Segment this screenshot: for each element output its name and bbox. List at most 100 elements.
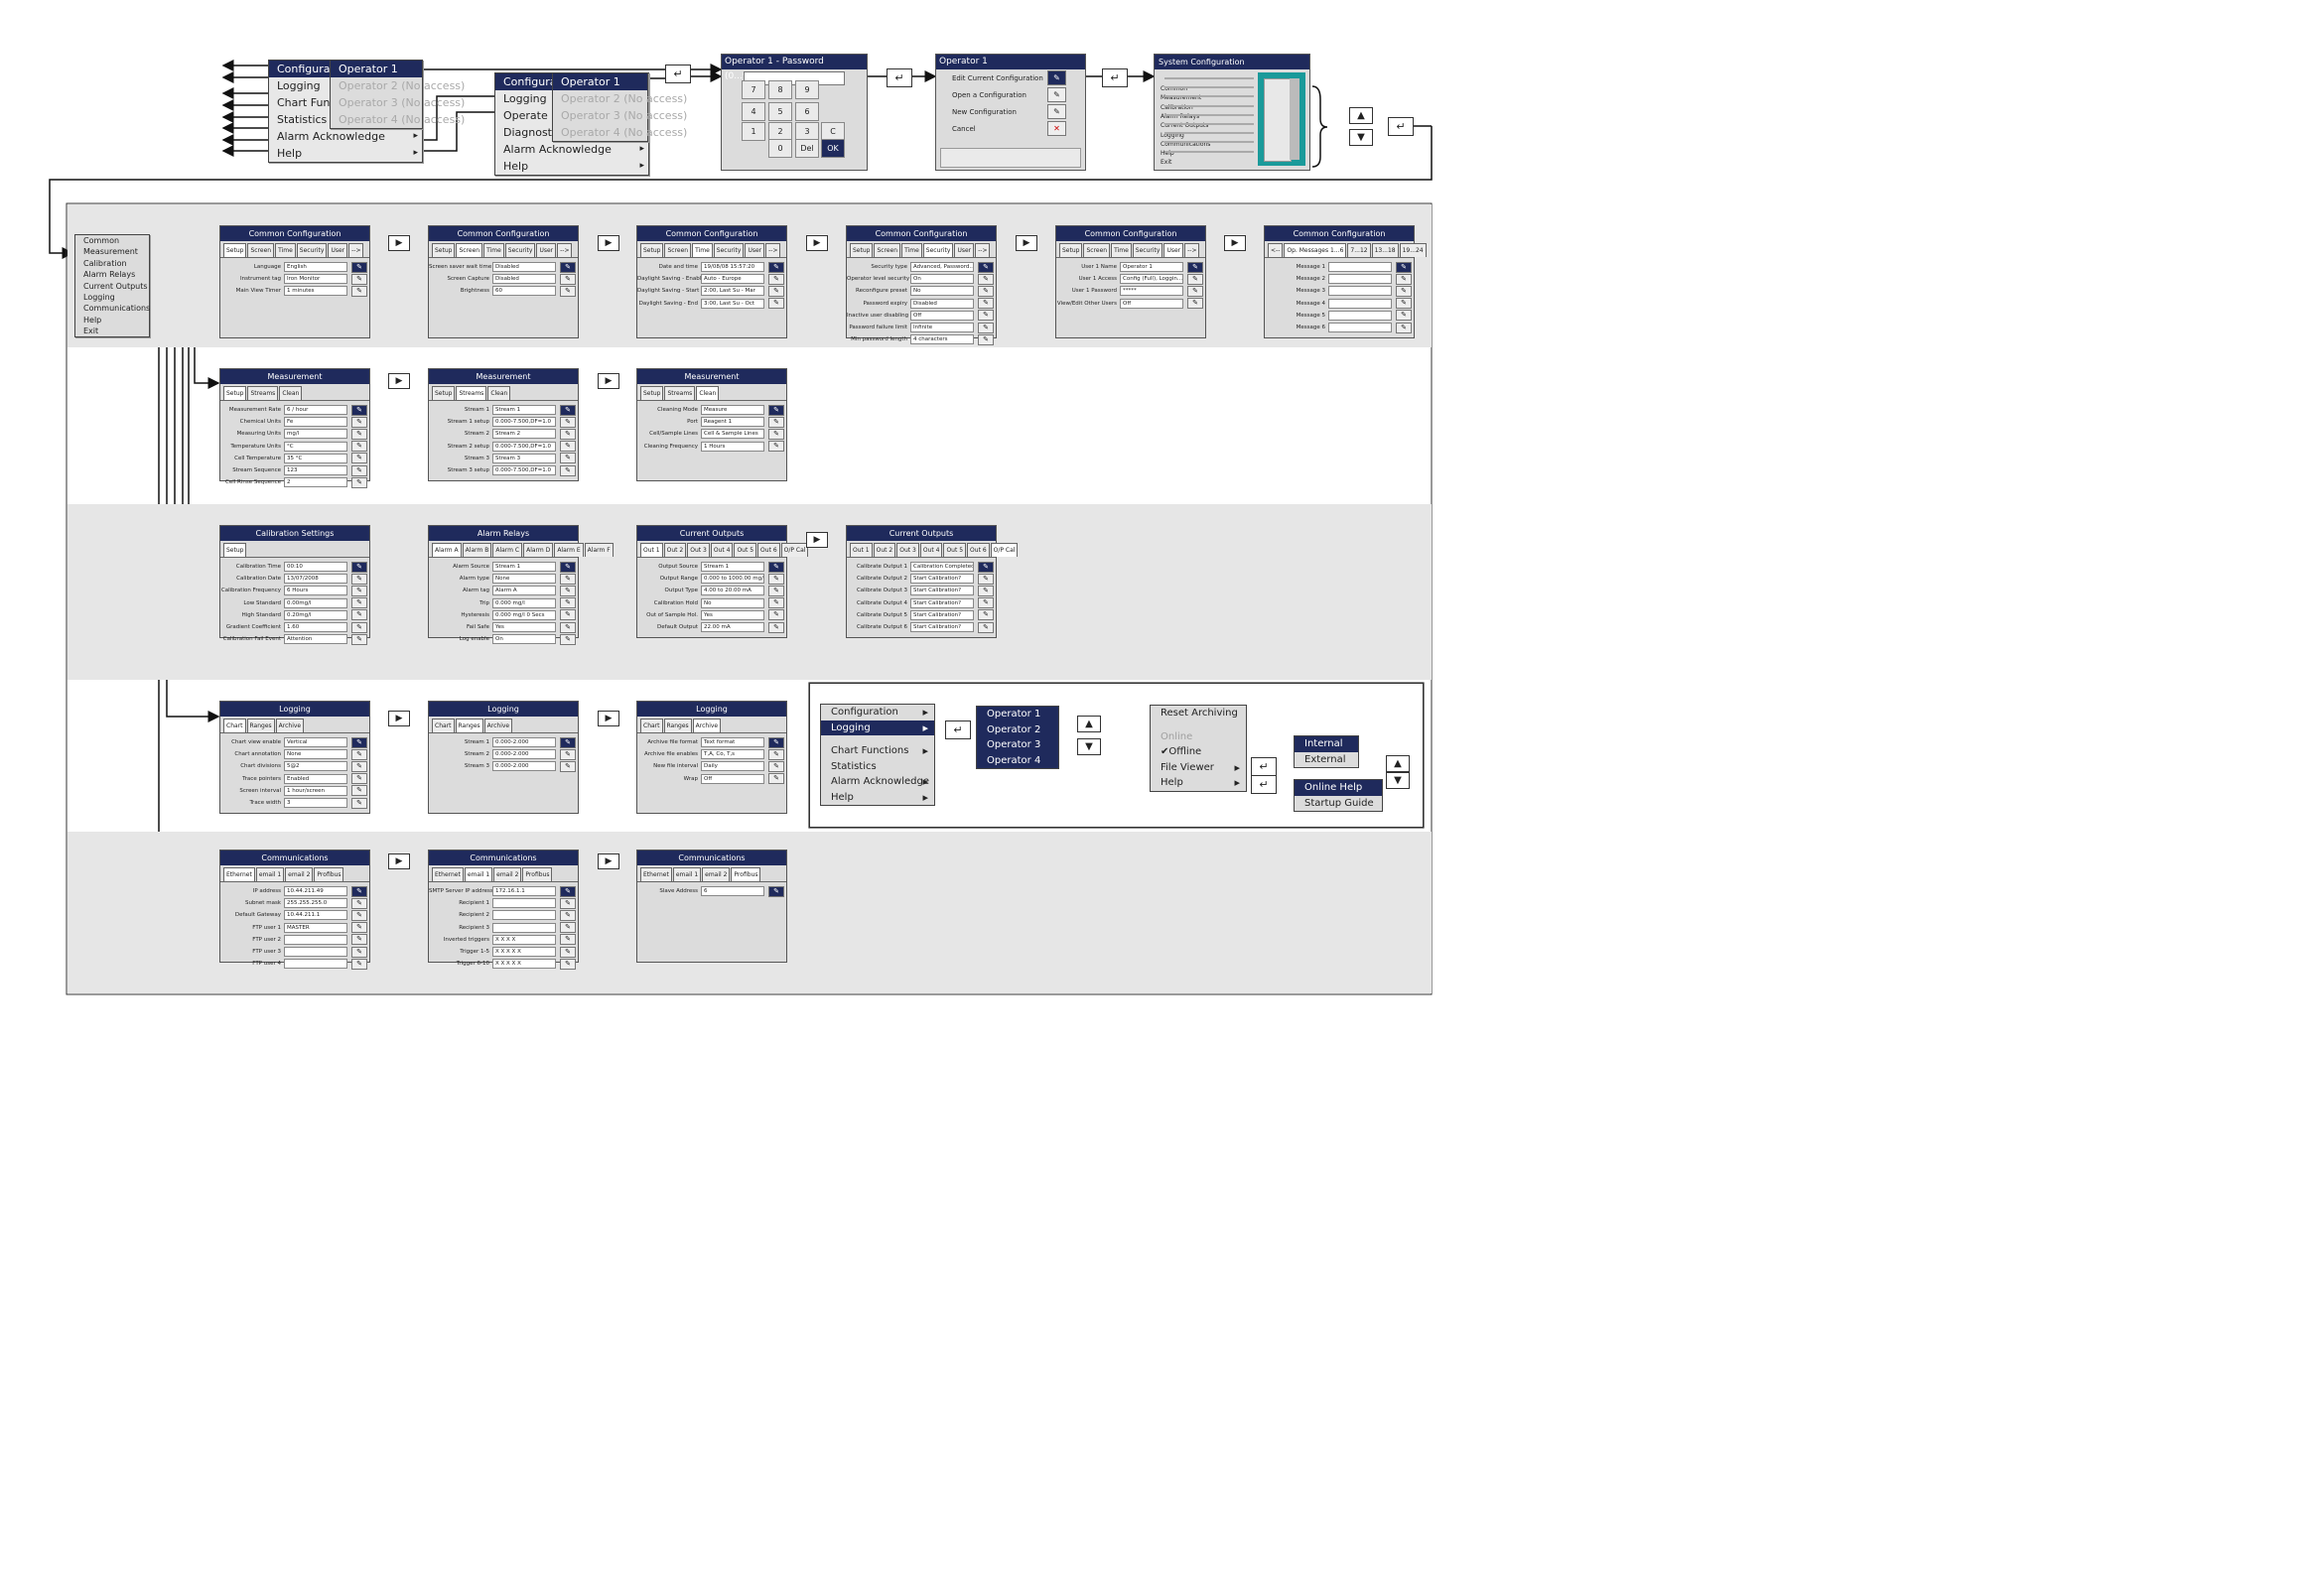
field-value[interactable]: 5@2	[284, 761, 347, 772]
tab-5[interactable]: -->	[348, 243, 364, 257]
up-arrow-icon[interactable]: ▲	[1349, 107, 1373, 124]
edit-icon[interactable]: ✎	[351, 934, 367, 946]
edit-icon[interactable]: ✎	[351, 561, 367, 573]
edit-icon[interactable]: ✎	[768, 285, 784, 297]
edit-icon[interactable]: ✎	[768, 748, 784, 760]
field-value[interactable]: 1 hour/screen	[284, 785, 347, 796]
menu-item[interactable]: Chart Functions▸	[821, 743, 934, 759]
tab-1[interactable]: Screen	[874, 243, 901, 257]
enter-icon[interactable]: ↵	[945, 720, 971, 739]
field-value[interactable]: 0.000-2.000	[492, 749, 556, 760]
edit-icon[interactable]: ✎	[768, 416, 784, 428]
edit-icon[interactable]: ✎	[351, 416, 367, 428]
edit-icon[interactable]: ✎	[351, 428, 367, 440]
keypad-key[interactable]: 9	[795, 80, 819, 99]
system-config-item[interactable]: Exit	[1161, 159, 1172, 167]
enter-icon[interactable]: ↵	[1388, 117, 1414, 136]
edit-icon[interactable]: ✎	[1396, 285, 1412, 297]
field-value[interactable]: MASTER	[284, 922, 347, 933]
tab-6[interactable]: O/P Cal	[780, 543, 809, 557]
menu-item[interactable]: Diagnostics	[495, 124, 648, 141]
edit-icon[interactable]: ✎	[1396, 261, 1412, 273]
tab-4[interactable]: User	[536, 243, 557, 257]
next-arrow-icon[interactable]: ▶	[388, 373, 410, 389]
down-arrow-icon[interactable]: ▼	[1349, 129, 1373, 146]
tab-2[interactable]: Out 3	[687, 543, 710, 557]
tab-0[interactable]: Setup	[850, 243, 874, 257]
operator-option[interactable]: Edit Current Configuration	[952, 74, 1043, 82]
main-menu-item[interactable]: Measurement	[83, 247, 138, 257]
field-value[interactable]: Start Calibration?	[910, 609, 974, 620]
edit-icon[interactable]: ✎	[1396, 310, 1412, 322]
tab-0[interactable]: Out 1	[850, 543, 873, 557]
next-arrow-icon[interactable]: ▶	[388, 235, 410, 251]
folder-icon[interactable]: ✎	[1047, 87, 1066, 102]
system-config-item[interactable]: Alarm Relays	[1161, 112, 1200, 120]
tab-1[interactable]: email 1	[464, 867, 493, 881]
edit-icon[interactable]: ✎	[560, 760, 576, 772]
field-value[interactable]: On	[492, 634, 556, 645]
menu-item[interactable]: Operator 2 (No access)	[553, 90, 687, 107]
tab-3[interactable]: Security	[296, 243, 328, 257]
field-value[interactable]	[284, 934, 347, 945]
field-value[interactable]: X X X X X	[492, 959, 556, 970]
tab-3[interactable]: 13...18	[1371, 243, 1399, 257]
field-value[interactable]: English	[284, 262, 347, 273]
field-value[interactable]: 0.20mg/l	[284, 609, 347, 620]
tab-2[interactable]: Archive	[275, 719, 305, 732]
field-value[interactable]	[1328, 262, 1392, 273]
menu-item[interactable]: Operator 1	[553, 73, 647, 90]
edit-icon[interactable]: ✎	[351, 946, 367, 958]
menu-item[interactable]: Statistics	[821, 759, 934, 775]
tab-2[interactable]: email 2	[702, 867, 731, 881]
tab-2[interactable]: Archive	[692, 719, 722, 732]
tab-0[interactable]: Setup	[223, 543, 247, 557]
tab-2[interactable]: Clean	[279, 386, 303, 400]
edit-icon[interactable]: ✎	[560, 922, 576, 934]
field-value[interactable]: 22.00 mA	[701, 622, 764, 633]
edit-icon[interactable]: ✎	[978, 585, 994, 596]
tab-1[interactable]: Alarm B	[462, 543, 492, 557]
field-value[interactable]: 1 Hours	[701, 441, 764, 452]
main-menu-item[interactable]: Calibration	[83, 258, 127, 268]
tab-2[interactable]: Clean	[696, 386, 720, 400]
edit-icon[interactable]: ✎	[1396, 322, 1412, 333]
main-menu-item[interactable]: Communications	[83, 304, 151, 314]
edit-icon[interactable]: ✎	[560, 748, 576, 760]
tab-1[interactable]: Out 2	[663, 543, 687, 557]
tab-0[interactable]: Alarm A	[432, 543, 462, 557]
field-value[interactable]: Off	[910, 310, 974, 321]
field-value[interactable]	[1328, 310, 1392, 321]
tab-3[interactable]: Security	[922, 243, 954, 257]
tab-2[interactable]: Alarm C	[492, 543, 523, 557]
menu-item[interactable]: Logging	[495, 90, 648, 107]
edit-icon[interactable]: ✎	[560, 573, 576, 585]
tab-0[interactable]: Setup	[223, 386, 247, 400]
edit-icon[interactable]: ✎	[560, 609, 576, 621]
keypad-key[interactable]: Del	[795, 139, 819, 158]
edit-icon[interactable]: ✎	[978, 273, 994, 285]
edit-icon[interactable]: ✎	[560, 909, 576, 921]
edit-icon[interactable]: ✎	[560, 621, 576, 633]
menu-item[interactable]: ✔Offline	[1151, 744, 1246, 760]
tab-2[interactable]: Time	[275, 243, 296, 257]
edit-icon[interactable]: ✎	[351, 885, 367, 897]
edit-icon[interactable]: ✎	[768, 621, 784, 633]
tab-1[interactable]: Screen	[664, 243, 692, 257]
tab-0[interactable]: Chart	[432, 719, 455, 732]
menu-item[interactable]: Operator 3 (No access)	[331, 94, 465, 111]
field-value[interactable]: Infinite	[910, 323, 974, 333]
field-value[interactable]: Off	[701, 773, 764, 784]
edit-icon[interactable]: ✎	[560, 561, 576, 573]
field-value[interactable]: Stream 1	[701, 562, 764, 573]
edit-icon[interactable]: ✎	[351, 958, 367, 970]
edit-icon[interactable]: ✎	[560, 428, 576, 440]
enter-icon[interactable]: ↵	[1102, 68, 1128, 87]
menu-item[interactable]: Startup Guide	[1295, 796, 1382, 812]
menu-item[interactable]: Alarm Acknowledge▸	[821, 774, 934, 790]
field-value[interactable]: *****	[1120, 286, 1183, 297]
keypad-key[interactable]: 8	[768, 80, 792, 99]
field-value[interactable]: T,A, Co, T,s	[701, 749, 764, 760]
tab-2[interactable]: Out 3	[896, 543, 919, 557]
system-config-item[interactable]: Help	[1161, 150, 1174, 158]
